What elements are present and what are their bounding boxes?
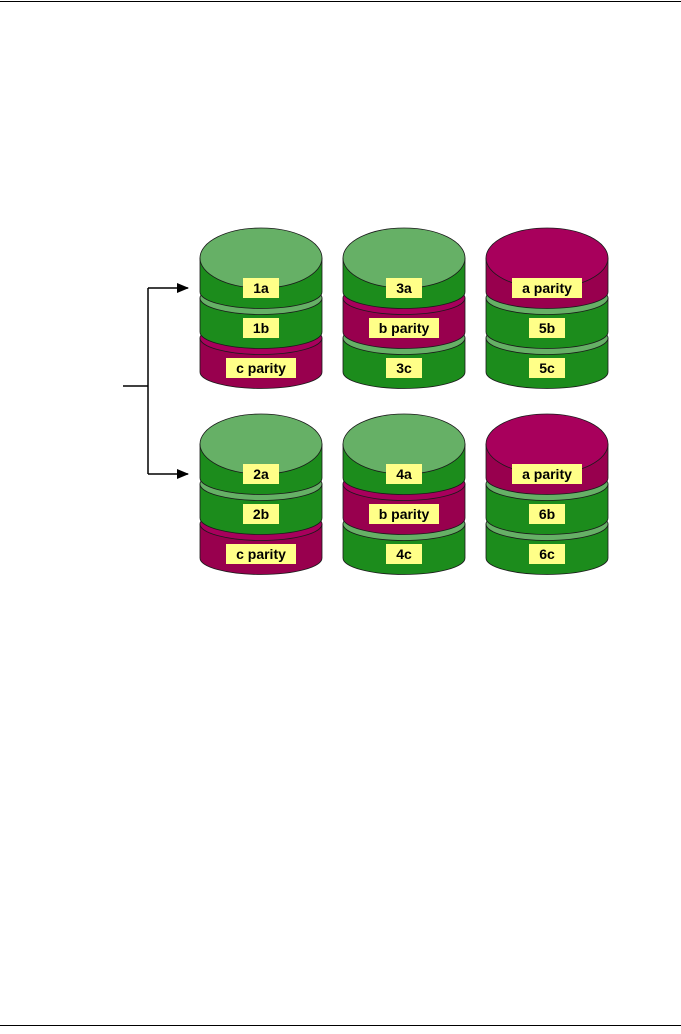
block-label: 1b [253,320,269,336]
disk-block: 3a [342,227,466,309]
block-label: 6c [539,546,555,562]
disk-block: 4a [342,413,466,495]
disk-block: a parity [485,227,609,309]
block-label-box [386,358,422,378]
splitter-connector [123,283,189,479]
block-label: 4a [396,466,412,482]
disk-stack: 6c 6b a parity [485,413,609,575]
block-label-box [243,278,279,298]
block-label-box [226,358,296,378]
block-label-box [386,278,422,298]
block-label: 3c [396,360,412,376]
disk-block: a parity [485,413,609,495]
block-label: 5b [539,320,555,336]
disk-stack: c parity 2b 2a [199,413,323,575]
block-label: 5c [539,360,555,376]
block-label: a parity [522,280,572,296]
page-top-rule [0,1,681,2]
block-label-box [529,504,565,524]
block-label-box [529,358,565,378]
disk-stack: 5c 5b a parity [485,227,609,389]
block-label: 6b [539,506,555,522]
block-label: 1a [253,280,269,296]
block-label: 3a [396,280,412,296]
block-label-box [226,544,296,564]
block-label-box [529,318,565,338]
block-label: c parity [236,546,286,562]
block-label: a parity [522,466,572,482]
disk-block: 2a [199,413,323,495]
disk-stack: c parity 1b 1a [199,227,323,389]
disk-stack: 4c b parity 4a [342,413,466,575]
block-label: 4c [396,546,412,562]
block-label-box [386,464,422,484]
block-label-box [369,504,439,524]
block-label: b parity [379,320,430,336]
block-label-box [369,318,439,338]
block-label-box [386,544,422,564]
block-label-box [243,504,279,524]
disk-stack: 3c b parity 3a [342,227,466,389]
block-label-box [243,318,279,338]
block-label: b parity [379,506,430,522]
page-bottom-rule [0,1025,681,1026]
block-label-box [243,464,279,484]
block-label-box [529,544,565,564]
disk-block: 1a [199,227,323,309]
block-label-box [512,464,582,484]
block-label: 2a [253,466,269,482]
disk-array-1: c parity 1b 1a 3c b parity 3a 5c 5b a parity [199,227,609,389]
block-label: c parity [236,360,286,376]
disk-array-2: c parity 2b 2a 4c b parity 4a 6c 6b a parity [199,413,609,575]
block-label: 2b [253,506,269,522]
block-label-box [512,278,582,298]
